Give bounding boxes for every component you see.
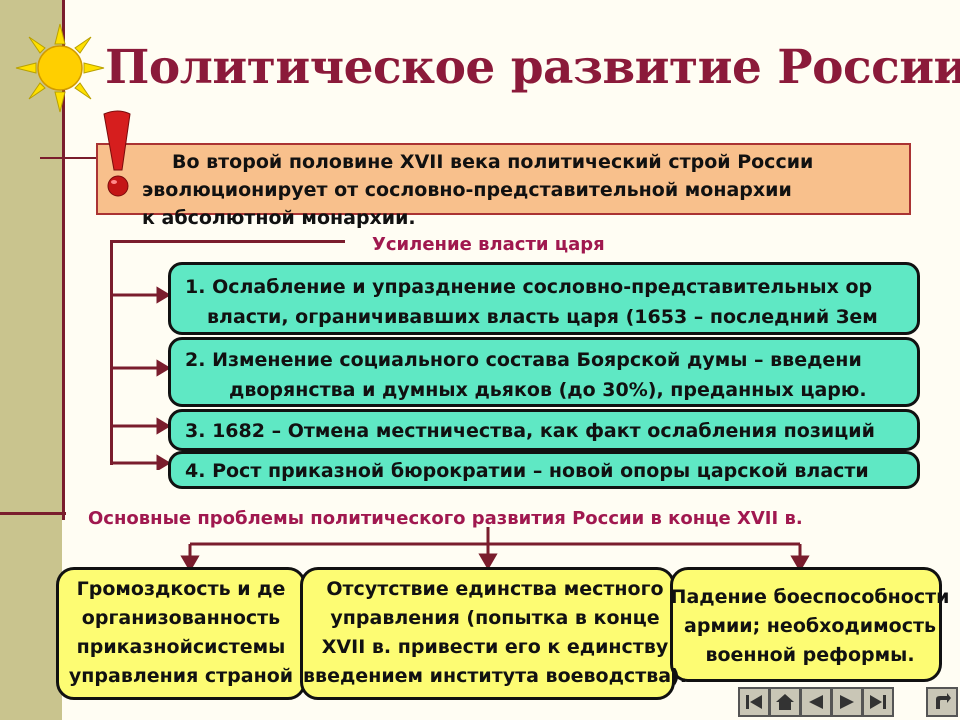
nav-last-button[interactable] [862,687,894,717]
problem-line: XVII в. привести его к единству [321,636,669,658]
sun-icon [15,23,105,113]
list-item-3: 3. 1682 – Отмена местничества, как факт … [168,409,920,451]
branch-label: Усиление власти царя [372,234,605,255]
intro-connector-line [40,157,98,159]
intro-box [96,143,911,215]
problems-connectors [180,527,810,572]
problem-line: управления страной [68,665,294,687]
item-line: Рост приказной бюрократии – новой опоры … [212,460,869,482]
left-sidebar [0,0,62,720]
problem-line: Падение боеспособности [670,586,950,608]
nav-home-button[interactable] [769,687,801,717]
sidebar-edge [62,0,65,520]
intro-line-3: к абсолютной монархии. [142,207,416,229]
nav-last-icon [870,695,886,709]
problem-line: организованность [81,607,281,629]
item-number: 1. [185,276,206,298]
nav-first-icon [746,695,762,709]
problem-line: армии; необходимость [684,615,936,637]
page-title: Политическое развитие России [105,40,960,95]
intro-line-2: эволюционирует от сословно-представитель… [142,179,792,201]
item-line: 1682 – Отмена местничества, как факт осл… [212,420,875,442]
problem-box-2 [300,567,675,700]
nav-return-button[interactable] [926,687,958,717]
problem-box-1 [56,567,306,700]
problem-box-3 [670,567,942,682]
problem-text-2: Отсутствие единства местного управления … [295,575,695,691]
nav-next-icon [840,695,854,709]
list-item-2: 2. Изменение социального состава Боярско… [168,337,920,407]
problem-line: приказнойсистемы [76,636,286,658]
nav-next-button[interactable] [831,687,863,717]
item-number: 3. [185,420,206,442]
problem-line: введением института воеводства). [303,665,687,687]
problem-text-3: Падение боеспособности армии; необходимо… [665,583,955,670]
intro-line-1: Во второй половине XVII века политически… [172,151,814,173]
nav-prev-button[interactable] [800,687,832,717]
problem-text-1: Громоздкость и де организованность прика… [50,575,312,691]
list-item-4: 4. Рост приказной бюрократии – новой опо… [168,451,920,489]
item-number: 2. [185,349,206,371]
problem-line: Громоздкость и де [76,578,286,600]
problem-line: управления (попытка в конце [330,607,660,629]
sidebar-bottom-line [0,512,66,515]
item-number: 4. [185,460,206,482]
exclamation-icon [103,110,131,197]
list-item-1: 1. Ослабление и упразднение сословно-пре… [168,262,920,335]
nav-first-button[interactable] [738,687,770,717]
problems-header: Основные проблемы политического развития… [88,508,803,529]
intro-text: Во второй половине XVII века политически… [142,148,922,232]
problem-line: Отсутствие единства местного [326,578,664,600]
items-connector-vertical [110,240,113,465]
item-line: власти, ограничивавших власть царя (1653… [207,306,878,328]
items-connector-top [110,240,345,243]
item-line: Изменение социального состава Боярской д… [212,349,862,371]
nav-return-icon [936,693,951,709]
item-arrows [110,286,171,470]
problem-line: военной реформы. [705,644,915,666]
nav-prev-icon [809,695,823,709]
nav-home-icon [776,694,794,710]
item-line: Ослабление и упразднение сословно-предст… [212,276,873,298]
item-line: дворянства и думных дьяков (до 30%), пре… [229,379,867,401]
